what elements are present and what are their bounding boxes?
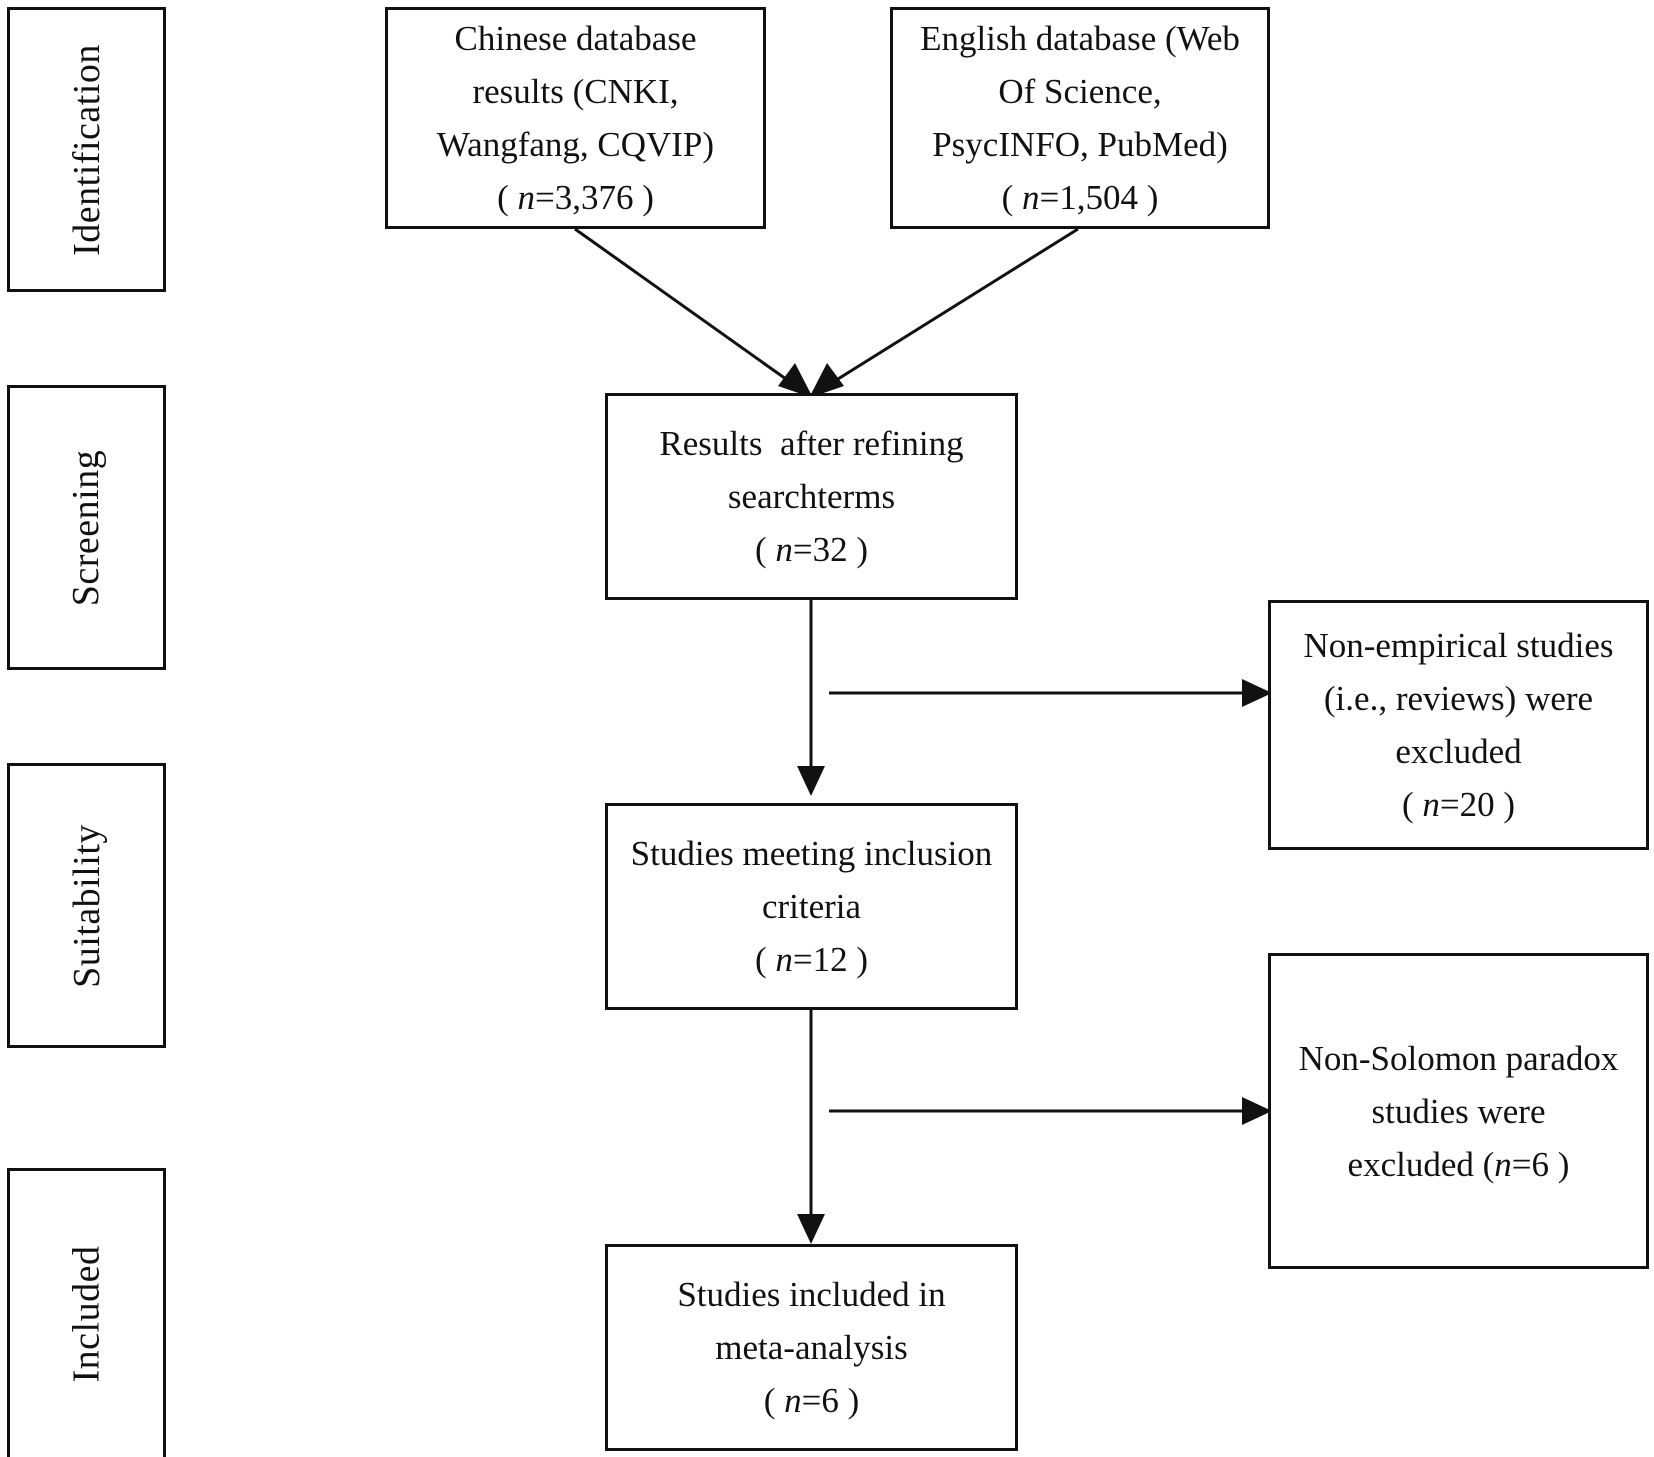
box-chinese-database: Chinese database results (CNKI, Wangfang…	[385, 7, 766, 229]
box-meta-analysis: Studies included in meta-analysis ( n=6 …	[605, 1244, 1018, 1451]
arrow-english-to-refined	[821, 227, 1079, 391]
stage-identification: Identification	[7, 7, 166, 292]
box-line: (i.e., reviews) were	[1323, 679, 1594, 718]
count-inclusion-criteria: ( n=12 )	[754, 940, 869, 979]
box-line: Studies included in	[677, 1275, 946, 1314]
box-refined-results: Results after refining searchterms ( n=3…	[605, 393, 1018, 600]
arrowhead-non-solomon	[1242, 1097, 1272, 1125]
box-line: searchterms	[727, 477, 896, 516]
count-meta-analysis: ( n=6 )	[763, 1381, 860, 1420]
arrowhead-chinese	[778, 363, 813, 398]
count-chinese-database: ( n=3,376 )	[497, 178, 654, 217]
stage-screening: Screening	[7, 385, 166, 670]
box-line: Of Science,	[998, 72, 1162, 111]
box-line: Non-empirical studies	[1303, 626, 1614, 665]
stage-suitability: Suitability	[7, 763, 166, 1048]
box-line: Studies meeting inclusion	[630, 834, 993, 873]
box-line: studies were	[1371, 1091, 1546, 1131]
box-non-solomon-excluded: Non-Solomon paradox studies were exclude…	[1268, 953, 1649, 1269]
box-line: Non-Solomon paradox	[1298, 1038, 1619, 1078]
box-line: Chinese database	[454, 19, 697, 58]
box-line: results (CNKI,	[472, 72, 679, 111]
count-english-database: ( n=1,504 )	[1001, 178, 1159, 217]
arrowhead-english	[809, 363, 844, 398]
box-line: excluded	[1395, 732, 1522, 771]
box-inclusion-criteria: Studies meeting inclusion criteria ( n=1…	[605, 803, 1018, 1010]
box-line: English database (Web	[920, 19, 1240, 58]
box-line: PsycINFO, PubMed)	[932, 125, 1228, 164]
arrow-chinese-to-refined	[574, 227, 801, 391]
count-non-solomon: excluded (n=6 )	[1347, 1144, 1570, 1184]
box-line: Results after refining	[659, 424, 964, 463]
box-english-database: English database (Web Of Science, PsycIN…	[890, 7, 1270, 229]
arrowhead-non-empirical	[1242, 679, 1272, 707]
box-line: criteria	[761, 887, 862, 926]
arrowhead-inclusion-down	[797, 1214, 825, 1244]
count-refined-results: ( n=32 )	[754, 530, 869, 569]
box-non-empirical-excluded: Non-empirical studies (i.e., reviews) we…	[1268, 600, 1649, 850]
box-line: Wangfang, CQVIP)	[436, 125, 715, 164]
stage-included: Included	[7, 1168, 166, 1457]
count-non-empirical: ( n=20 )	[1401, 785, 1516, 824]
arrowhead-refined-down	[797, 766, 825, 796]
box-line: meta-analysis	[715, 1328, 908, 1367]
